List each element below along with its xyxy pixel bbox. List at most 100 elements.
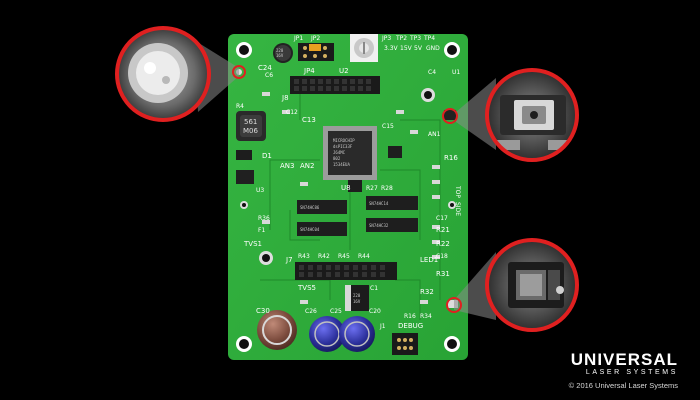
large-capacitors — [257, 310, 375, 352]
label-j8: J8 — [281, 94, 289, 102]
svg-text:802: 802 — [333, 156, 341, 161]
label-c24: C24 — [258, 64, 272, 72]
callout-smd-led — [485, 238, 579, 332]
label-r42: R42 — [318, 253, 330, 260]
label-u2: U2 — [339, 67, 349, 75]
label-u3: U3 — [256, 187, 264, 194]
label-c30: C30 — [256, 307, 270, 315]
label-r28: R28 — [381, 185, 393, 192]
label-debug: DEBUG — [398, 322, 423, 330]
label-jp3: JP3 — [381, 35, 391, 42]
callout-markers — [232, 65, 462, 313]
brand-logo: UNIVERSAL LASER SYSTEMS © 2016 Universal… — [569, 351, 678, 391]
label-tp4: TP4 — [423, 35, 435, 42]
label-an1: AN1 — [428, 131, 441, 138]
jumper-headers — [298, 43, 334, 61]
label-c26: C26 — [305, 308, 317, 315]
label-gnd: GND — [426, 45, 440, 52]
smd-components — [262, 92, 440, 304]
label-r27: R27 — [366, 185, 378, 192]
brand-tagline: LASER SYSTEMS — [585, 369, 678, 376]
label-led1: LED1 — [420, 256, 438, 264]
label-j1: J1 — [379, 323, 386, 330]
label-r45: R45 — [338, 253, 350, 260]
header-j7 — [295, 262, 397, 280]
silkscreen-labels: C24 C6 JP1 JP2 JP3 TP2 TP3 TP4 3.3V 15V … — [236, 35, 461, 330]
svg-text:J64MC: J64MC — [333, 150, 346, 155]
header-j8 — [290, 76, 380, 94]
label-15v: 15V — [400, 45, 413, 52]
svg-text:dsPIC33F: dsPIC33F — [333, 144, 353, 149]
label-r31: R31 — [436, 270, 450, 278]
svg-text:220: 220 — [353, 293, 361, 298]
label-jp2: JP2 — [310, 35, 320, 42]
label-r21: R21 — [436, 226, 450, 234]
pcb-board: 220 16V 561 M06 MICROCHIP dsPIC33F — [228, 34, 468, 360]
label-r34: R34 — [420, 313, 432, 320]
label-c6: C6 — [265, 72, 273, 79]
label-tp2: TP2 — [395, 35, 407, 42]
label-c25: C25 — [330, 308, 342, 315]
svg-text:M06: M06 — [243, 127, 258, 135]
label-an3: AN3 — [280, 162, 294, 170]
svg-text:220: 220 — [276, 48, 284, 53]
svg-text:SN74HC04: SN74HC04 — [300, 227, 320, 232]
label-tvs5: TVS5 — [297, 284, 316, 292]
small-electrolytic-cap: 220 16V — [273, 43, 293, 63]
label-jp4: JP4 — [303, 67, 315, 75]
copyright-text: © 2016 Universal Laser Systems — [568, 381, 678, 390]
rotary-switch — [350, 34, 378, 62]
label-jp1: JP1 — [293, 35, 303, 42]
label-u8: U8 — [341, 184, 351, 192]
label-r32: R32 — [420, 288, 434, 296]
label-c17: C17 — [436, 215, 448, 222]
label-r22: R22 — [436, 240, 450, 248]
svg-text:1534EUA: 1534EUA — [333, 162, 350, 167]
label-tvs1: TVS1 — [243, 240, 262, 248]
label-j7: J7 — [285, 256, 293, 264]
callout-tactile-switch — [485, 68, 579, 162]
label-3v3: 3.3V — [384, 45, 399, 52]
label-r4: R4 — [236, 103, 244, 110]
label-r43: R43 — [298, 253, 310, 260]
label-r16: R16 — [444, 154, 458, 162]
led-component — [448, 300, 458, 308]
label-tp3: TP3 — [409, 35, 421, 42]
svg-text:16V: 16V — [276, 53, 284, 58]
label-c20: C20 — [369, 308, 381, 315]
label-c13: C13 — [302, 116, 316, 124]
label-an2: AN2 — [300, 162, 314, 170]
logic-ics: SN74HC86 SN74HC04 SN74HC14 SN74HC32 — [297, 146, 418, 236]
mid-electrolytic-cap: 220 16V — [345, 285, 369, 311]
mcu-chip: MICROCHIP dsPIC33F J64MC 802 1534EUA — [323, 126, 377, 180]
callout-solder-joint — [115, 26, 211, 122]
label-c1: C1 — [370, 285, 378, 292]
label-r44: R44 — [358, 253, 370, 260]
svg-text:16V: 16V — [353, 299, 361, 304]
label-c4: C4 — [428, 69, 436, 76]
mounting-holes — [236, 42, 460, 352]
svg-text:MICROCHIP: MICROCHIP — [333, 138, 355, 143]
label-d1: D1 — [262, 152, 272, 160]
label-c15: C15 — [382, 123, 394, 130]
label-r36: R36 — [258, 215, 270, 222]
label-r16-bottom: R16 — [404, 313, 416, 320]
svg-text:561: 561 — [244, 118, 257, 126]
label-side: SIDE — [454, 202, 461, 216]
svg-text:SN74HC32: SN74HC32 — [369, 223, 389, 228]
label-c18: C18 — [436, 253, 448, 260]
svg-text:SN74HC14: SN74HC14 — [369, 201, 389, 206]
label-top: TOP — [454, 185, 461, 198]
power-inductor: 561 M06 — [236, 111, 266, 141]
label-c12: C12 — [286, 109, 298, 116]
regulator-u3 — [236, 170, 254, 184]
label-f1: F1 — [258, 227, 265, 234]
brand-name: UNIVERSAL — [570, 350, 678, 369]
svg-text:SN74HC86: SN74HC86 — [300, 205, 320, 210]
label-5v: 5V — [414, 45, 423, 52]
debug-header — [392, 333, 418, 355]
diode-d1 — [236, 150, 252, 160]
label-u1: U1 — [452, 69, 460, 76]
